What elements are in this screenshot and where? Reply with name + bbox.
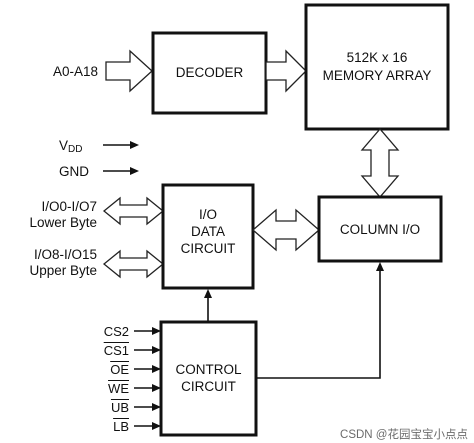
pin-label-we: WE [108, 381, 129, 396]
address-input-arrow [105, 49, 153, 93]
pin-arrowhead-oe [152, 365, 161, 373]
pin-label-cs1: CS1 [104, 343, 129, 358]
gnd-arrowhead [130, 167, 139, 175]
decoder-block [151, 31, 268, 115]
memory-size-label: 512K x 16 [347, 50, 408, 65]
io-column-io-arrow [252, 208, 320, 252]
pin-arrowhead-ub [152, 403, 161, 411]
decoder-label: DECODER [176, 65, 244, 80]
upper-byte-double-arrow [102, 249, 165, 279]
address-label: A0-A18 [53, 64, 98, 79]
lower-byte-pins-label: I/O0-I/O7 [41, 199, 97, 214]
decoder-to-memory-arrow [265, 49, 307, 93]
vdd-arrowhead [130, 141, 139, 149]
control-to-io-arrowhead [204, 289, 212, 298]
vdd-subscript: DD [68, 144, 82, 155]
memory-array-label: MEMORY ARRAY [323, 68, 432, 83]
pin-arrowhead-cs2 [152, 327, 161, 335]
pin-label-ub: UB [111, 400, 129, 415]
io-data-label: DATA [191, 224, 225, 239]
control-to-column-io-wire [256, 271, 381, 379]
lower-byte-double-arrow [102, 196, 165, 226]
pin-arrowhead-lb [152, 422, 161, 430]
control-circuit-block [159, 320, 258, 437]
memory-column-io-arrow [360, 128, 400, 198]
upper-byte-label: Upper Byte [29, 263, 97, 278]
column-io-block [317, 195, 443, 263]
column-io-label: COLUMN I/O [340, 222, 420, 237]
pin-arrowhead-cs1 [152, 346, 161, 354]
upper-byte-pins-label: I/O8-I/O15 [34, 247, 97, 262]
lower-byte-label: Lower Byte [29, 215, 97, 230]
vdd-main: V [59, 138, 68, 153]
control-circuit-label: CIRCUIT [181, 379, 236, 394]
watermark: CSDN @花园宝宝小点点 [340, 427, 468, 441]
memory-array-block [304, 3, 450, 131]
pin-label-lb: LB [113, 419, 129, 434]
io-circuit-label: CIRCUIT [181, 241, 236, 256]
control-to-column-io-arrowhead [376, 262, 384, 271]
pin-arrowhead-we [152, 384, 161, 392]
vdd-label: VDD [59, 138, 82, 155]
io-data-circuit-block [161, 183, 255, 290]
pin-label-cs2: CS2 [104, 324, 129, 339]
pin-label-oe: OE [110, 362, 129, 377]
gnd-label: GND [59, 164, 89, 179]
control-label: CONTROL [175, 362, 241, 377]
io-label: I/O [199, 207, 217, 222]
